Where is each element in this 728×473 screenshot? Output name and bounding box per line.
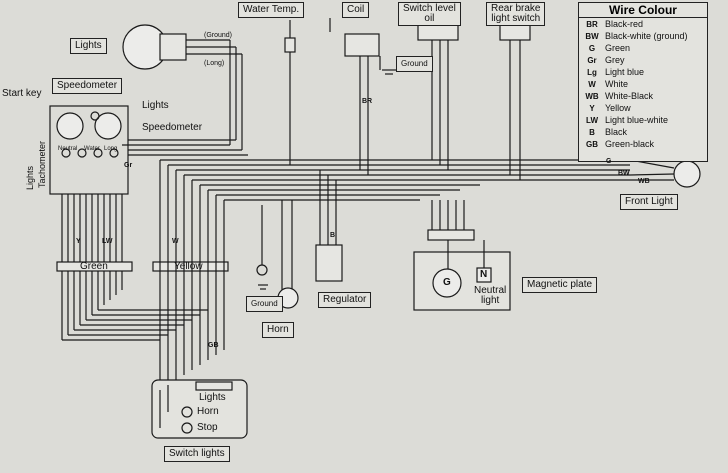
- wire-colour-name: Black-red: [605, 19, 644, 29]
- wire-colour-title: Wire Colour: [579, 3, 707, 18]
- wire-colour-code: Lg: [587, 68, 597, 77]
- wire-colour-row: G Green: [579, 43, 707, 54]
- switch-lights-label: Switch lights: [164, 446, 230, 462]
- wire-tag-lw: LW: [102, 238, 113, 245]
- speedometer-box-label: Speedometer: [52, 78, 123, 94]
- green-connector-label: Green: [80, 261, 108, 272]
- magnetic-plate-label: Magnetic plate: [522, 277, 598, 293]
- wire-colour-code: G: [588, 44, 596, 53]
- generator-symbol: [432, 268, 462, 298]
- wire-tag-g: G: [606, 158, 612, 165]
- wire-colour-code: B: [589, 128, 595, 137]
- wire-tag-y: Y: [76, 238, 81, 245]
- wire-tag-br: BR: [362, 98, 373, 105]
- wire-colour-row: Y Yellow: [579, 103, 707, 114]
- wire-colour-code: Gr: [587, 56, 597, 65]
- wire-colour-name: Light blue: [605, 67, 645, 77]
- wire-colour-name: Yellow: [605, 103, 631, 113]
- switch-level-oil-label: Switch level oil: [398, 2, 461, 26]
- regulator-label: Regulator: [318, 292, 372, 308]
- wire-colour-row: Lg Light blue: [579, 67, 707, 78]
- front-light-bulb: [673, 160, 701, 188]
- wire-colour-name: White: [605, 79, 629, 89]
- wire-colour-name: Grey: [605, 55, 625, 65]
- regulator-body: [315, 244, 343, 282]
- wire-colour-code: GB: [586, 140, 598, 149]
- horn-label: Horn: [262, 322, 294, 338]
- water-temp-label: Water Temp.: [238, 2, 305, 18]
- lights-top-label: Lights: [70, 38, 107, 54]
- wire-colour-row: B Black: [579, 127, 707, 138]
- wire-tag-w: W: [172, 238, 179, 245]
- wire-colour-code: LW: [586, 116, 598, 125]
- long-top-label: (Long): [204, 60, 225, 67]
- wire-tag-gb: GB: [208, 342, 219, 349]
- ground-left-label: Ground: [246, 296, 283, 312]
- wire-colour-code: W: [588, 80, 596, 89]
- magnetic-plate-box: [413, 251, 511, 311]
- lights-mid-label: Lights: [142, 100, 169, 111]
- wire-colour-name: Black-white (ground): [605, 31, 688, 41]
- sw-horn-label: Horn: [197, 406, 219, 417]
- wire-colour-row: LW Light blue-white: [579, 115, 707, 126]
- wire-colour-row: GB Green-black: [579, 139, 707, 150]
- wire-colour-row: BW Black-white (ground): [579, 31, 707, 42]
- n-symbol: N: [480, 269, 488, 280]
- green-connector: [56, 261, 133, 272]
- speedometer-right-label: Speedometer: [142, 122, 203, 133]
- long-gauge-label: Long: [104, 146, 118, 152]
- yellow-connector: [152, 261, 229, 272]
- ground-top-label: (Ground): [204, 32, 233, 39]
- rear-brake-switch-label: Rear brake light switch: [486, 2, 546, 26]
- neutral-gauge-label: Neutral: [58, 146, 78, 152]
- wire-colour-name: Green: [605, 43, 631, 53]
- neutral-light-label: Neutral light: [474, 285, 507, 306]
- wire-colour-name: Green-black: [605, 139, 655, 149]
- wire-tag-b: B: [330, 232, 336, 239]
- ground-coil-label: Ground: [396, 56, 433, 72]
- switch-lights-box: [151, 379, 248, 439]
- wire-tag-gr: Gr: [124, 162, 133, 169]
- coil-body: [344, 33, 380, 57]
- wire-colour-row: Gr Grey: [579, 55, 707, 66]
- water-gauge-label: Water: [84, 146, 100, 152]
- sw-stop-label: Stop: [197, 422, 218, 433]
- g-symbol: G: [443, 277, 451, 288]
- wire-colour-row: W White: [579, 79, 707, 90]
- wire-colour-code: Y: [589, 104, 595, 113]
- yellow-connector-label: Yellow: [174, 261, 203, 272]
- tachometer-label: Tachometer: [37, 140, 47, 188]
- wire-tag-wb: WB: [638, 178, 650, 185]
- start-key-label: Start key: [2, 88, 42, 99]
- wire-colour-row: BR Black-red: [579, 19, 707, 30]
- wire-colour-code: BW: [585, 32, 599, 41]
- front-light-label: Front Light: [620, 194, 678, 210]
- wire-colour-name: White-Black: [605, 91, 654, 101]
- lights-vert-label: Lights: [25, 165, 35, 190]
- wire-colour-code: BR: [586, 20, 598, 29]
- wire-colour-row: WB White-Black: [579, 91, 707, 102]
- wire-colour-name: Light blue-white: [605, 115, 669, 125]
- wire-tag-bw: BW: [618, 170, 630, 177]
- sw-lights-label: Lights: [199, 392, 226, 403]
- coil-label: Coil: [342, 2, 370, 18]
- wire-colour-name: Black: [605, 127, 628, 137]
- wire-colour-code: WB: [585, 92, 599, 101]
